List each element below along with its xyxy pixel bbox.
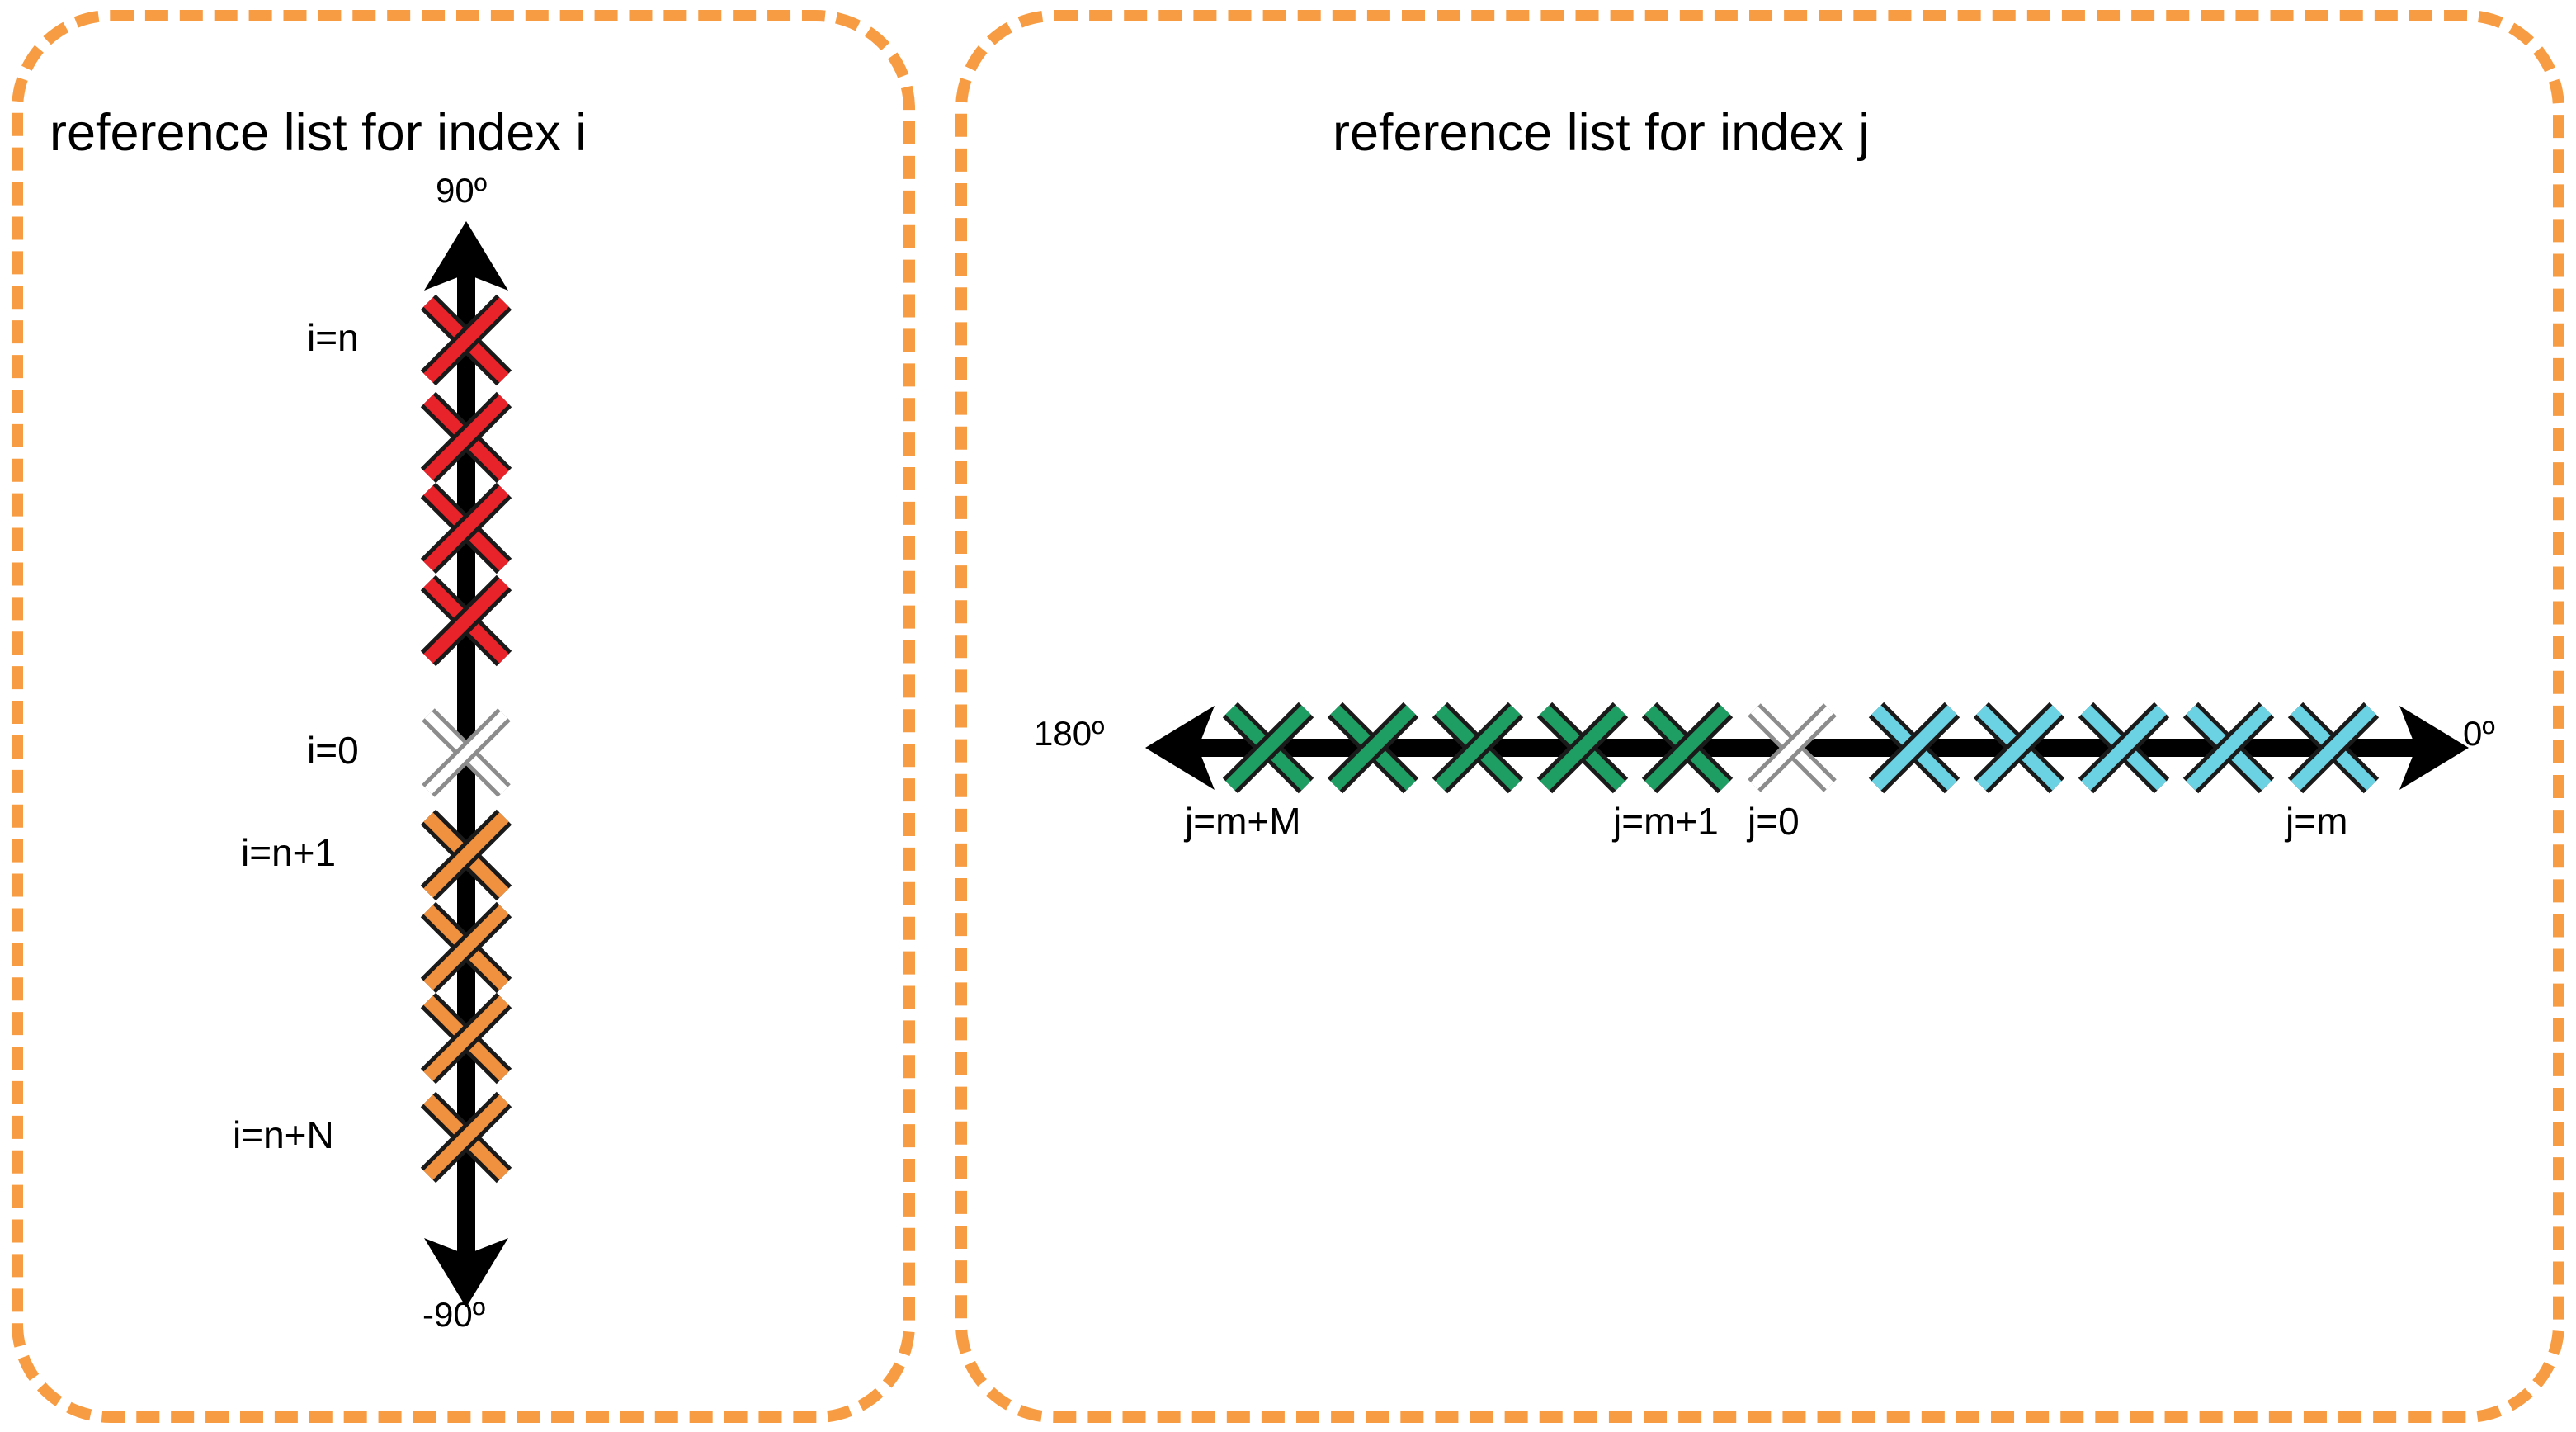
panel-right-title: reference list for index j	[1333, 104, 1871, 162]
axis-label-bottom-minus-90: -90º	[422, 1295, 486, 1334]
tick-label-j-equals-0: j=0	[1748, 800, 1800, 843]
tick-label-j-equals-m-plus-M: j=m+M	[1185, 800, 1301, 843]
tick-label-j-equals-m: j=m	[2286, 800, 2348, 843]
tick-label-i-equals-n-plus-N: i=n+N	[233, 1113, 334, 1156]
panel-reference-list-j	[955, 10, 2564, 1423]
tick-label-i-equals-0: i=0	[307, 729, 359, 772]
axis-label-right-0: 0º	[2463, 714, 2495, 753]
panel-left-title: reference list for index i	[50, 104, 587, 162]
tick-label-i-equals-n-plus-1: i=n+1	[241, 831, 337, 874]
tick-label-i-equals-n: i=n	[307, 316, 359, 359]
axis-label-top-90: 90º	[436, 171, 488, 210]
panel-reference-list-i	[12, 10, 915, 1423]
axis-label-left-180: 180º	[1034, 714, 1105, 753]
tick-label-j-equals-m-plus-1: j=m+1	[1613, 800, 1719, 843]
